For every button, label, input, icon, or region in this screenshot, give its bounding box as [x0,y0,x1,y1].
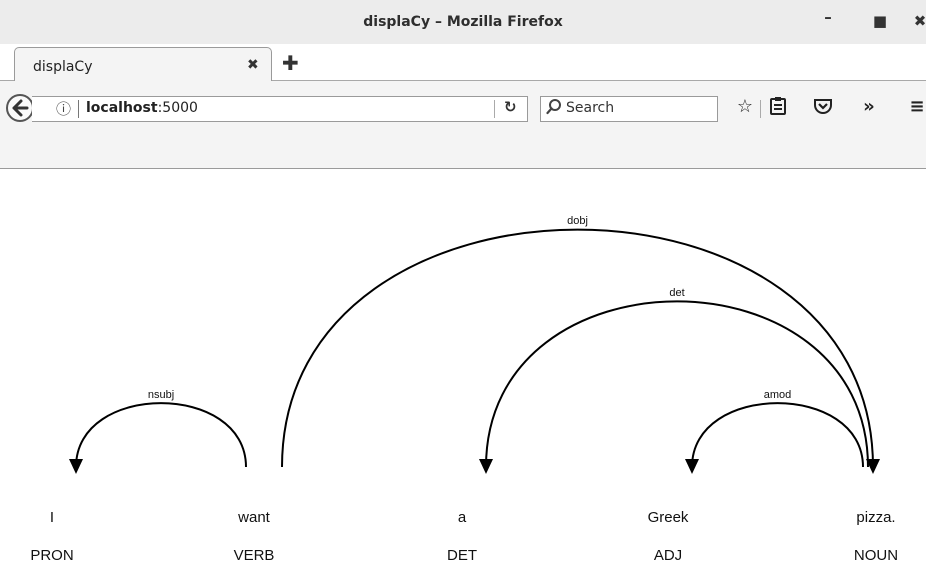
info-icon[interactable]: ⓘ [56,100,72,118]
arc-label: nsubj [148,389,174,401]
token-word: Greek [648,509,689,526]
tab-strip-divider [0,80,926,81]
close-window-icon[interactable]: ✖ [913,12,926,30]
minimize-icon[interactable]: – [824,8,832,26]
token-tag: VERB [234,547,275,564]
url-text[interactable]: localhost:5000 [86,100,198,116]
url-port: :5000 [157,100,198,116]
search-input[interactable] [540,96,718,122]
back-arrow-glyph [12,99,29,117]
pocket-icon[interactable] [812,96,834,121]
dependency-arc [691,402,864,468]
pocket-glyph [814,99,832,114]
token-tag: ADJ [654,547,682,564]
reload-separator [494,100,495,118]
arc-arrowhead [479,459,493,474]
url-host: localhost [86,100,158,116]
arc-arrowhead [866,459,880,474]
maximize-icon[interactable]: ■ [872,12,888,30]
tab-title: displaCy [33,59,93,75]
token-word: want [237,509,271,526]
arc-label: dobj [567,215,588,227]
new-tab-icon[interactable]: ✚ [282,51,299,75]
dependency-arc [75,402,247,468]
clipboard-glyph [770,97,786,115]
arc-label: det [669,287,684,299]
url-bar[interactable] [32,96,528,122]
magnifier-glyph [546,99,561,115]
navigation-toolbar [0,81,926,169]
hamburger-menu-icon[interactable]: ≡ [909,96,925,117]
arc-arrowhead [685,459,699,474]
token-word: I [50,509,54,526]
bookmark-star-icon[interactable]: ☆ [736,96,754,117]
arc-label: amod [764,389,792,401]
tab-close-icon[interactable]: ✖ [247,57,259,73]
arc-arrowhead [69,459,83,474]
overflow-chevron-icon[interactable]: » [863,96,875,117]
search-placeholder: Search [566,100,615,116]
token-tag: PRON [30,547,73,564]
reader-list-icon[interactable] [767,96,789,121]
title-bar: displaCy – Mozilla Firefox – ■ ✖ [0,0,926,44]
tab-displacy[interactable]: displaCy ✖ [14,47,272,81]
url-separator [78,100,79,118]
dependency-arc [281,228,874,468]
token-tag: DET [447,547,477,564]
toolbar-separator [760,100,761,118]
search-icon [546,98,562,120]
token-tag: NOUN [854,547,898,564]
reload-icon[interactable]: ↻ [504,98,517,116]
dependency-arc [485,300,869,468]
token-word: a [458,509,467,526]
window-title: displaCy – Mozilla Firefox [363,14,563,30]
token-word: pizza. [856,509,895,526]
back-arrow-icon[interactable] [6,94,34,122]
